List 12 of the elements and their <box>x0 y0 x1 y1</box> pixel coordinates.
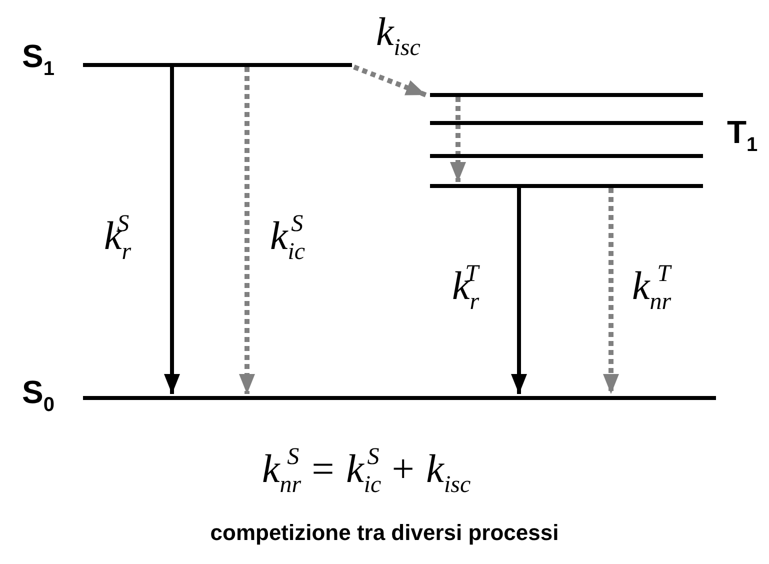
caption: competizione tra diversi processi <box>209 520 560 546</box>
arrow <box>450 97 466 182</box>
level-label: S$_{0}$ <box>22 376 54 415</box>
arrow <box>164 67 180 394</box>
arrow <box>603 188 619 394</box>
rate-constant-label: k$_{isc}$ <box>376 12 420 60</box>
arrow <box>353 64 427 98</box>
level-label: S$_{1}$ <box>22 40 54 79</box>
equation: k$_{nr}$$^{S}$ = k$_{ic}$$^{S}$ + k$_{isc}$ <box>262 445 471 497</box>
arrow <box>239 67 255 394</box>
level-label: T$_{1}$ <box>727 116 758 155</box>
arrow <box>511 188 527 394</box>
